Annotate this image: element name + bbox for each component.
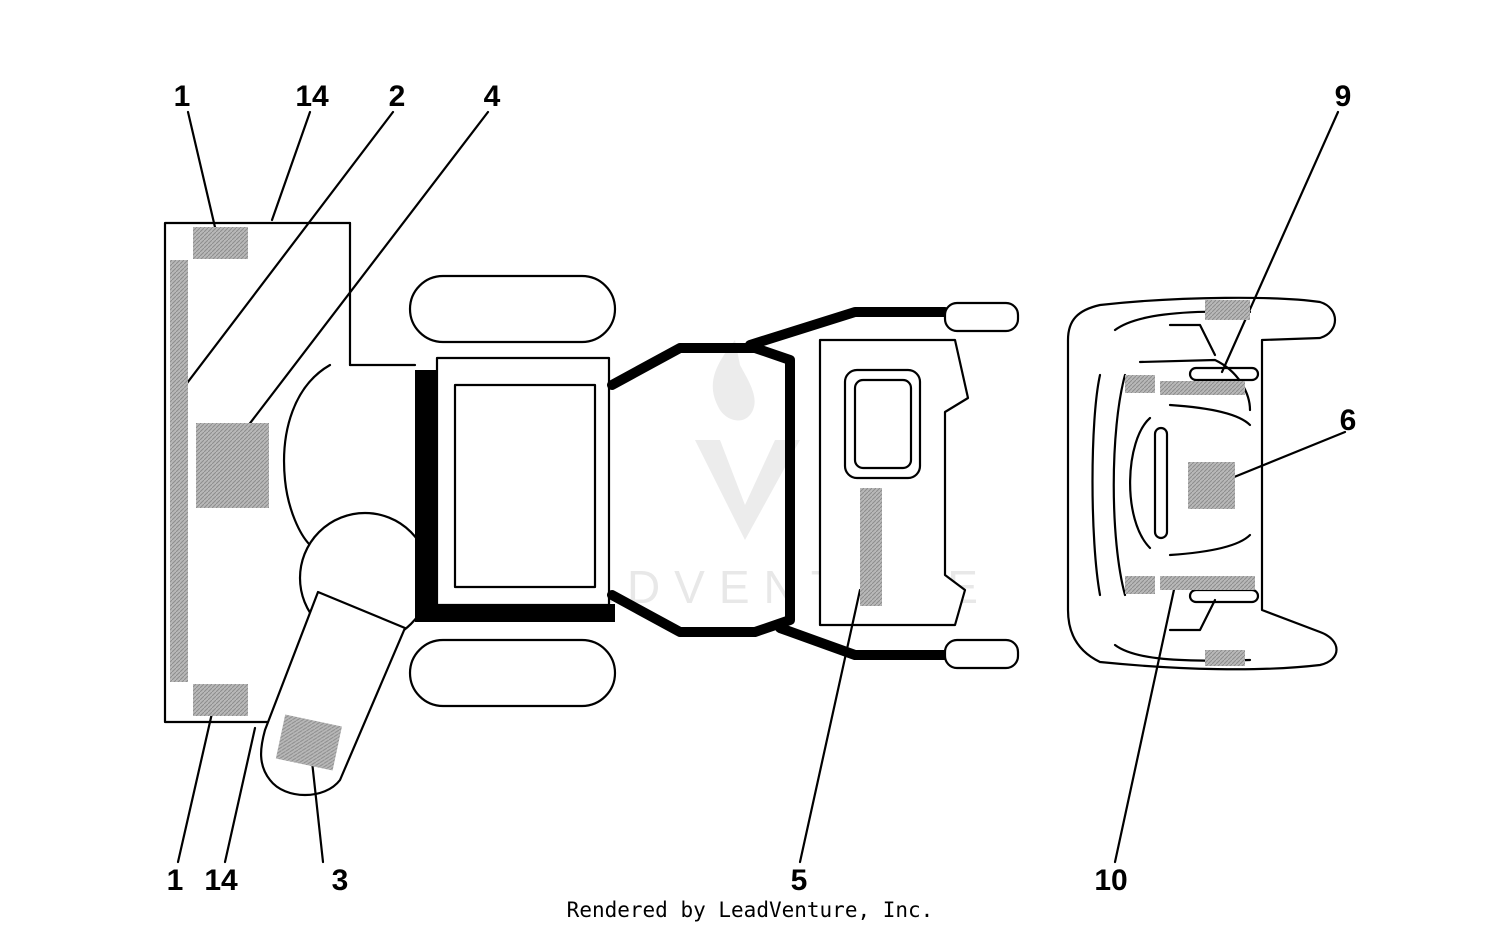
callout-4: 4 bbox=[484, 80, 501, 113]
decal-1-bottom bbox=[193, 684, 248, 716]
engine-block bbox=[415, 356, 615, 622]
callout-14-top: 14 bbox=[295, 80, 329, 113]
callout-2: 2 bbox=[389, 80, 406, 113]
wheel-top bbox=[408, 274, 617, 344]
decal-seat-bottom bbox=[1205, 650, 1245, 666]
control-console bbox=[818, 338, 970, 627]
callout-labels: 1 14 2 4 9 6 1 14 3 5 10 bbox=[167, 80, 1357, 897]
footer-credit: Rendered by LeadVenture, Inc. bbox=[566, 898, 934, 922]
callout-1-top: 1 bbox=[174, 80, 191, 113]
handle-grip-bottom bbox=[943, 638, 1020, 670]
decal-2 bbox=[170, 260, 188, 682]
decal-4 bbox=[196, 423, 269, 508]
callout-3: 3 bbox=[332, 864, 349, 897]
callout-5: 5 bbox=[791, 864, 808, 897]
decal-seat-top-right bbox=[1160, 381, 1245, 395]
callout-10: 10 bbox=[1094, 864, 1127, 897]
callout-1-bottom: 1 bbox=[167, 864, 184, 897]
callout-14-bottom: 14 bbox=[204, 864, 238, 897]
decal-1-top bbox=[193, 227, 248, 259]
decal-6 bbox=[1188, 462, 1235, 509]
decals bbox=[170, 227, 1255, 771]
callout-9: 9 bbox=[1335, 80, 1352, 113]
leader-lines bbox=[176, 110, 1347, 864]
decal-seat-bottom-left bbox=[1125, 576, 1155, 594]
callout-6: 6 bbox=[1340, 404, 1357, 437]
decal-seat-top-left bbox=[1125, 375, 1155, 393]
decal-10 bbox=[1160, 576, 1255, 590]
decal-5 bbox=[860, 488, 882, 606]
frame-rails bbox=[607, 307, 950, 660]
decal-3 bbox=[275, 714, 342, 771]
decal-9 bbox=[1205, 300, 1250, 320]
wheel-bottom bbox=[408, 638, 617, 708]
hitch-body bbox=[283, 363, 432, 645]
handle-grip-top bbox=[943, 301, 1020, 333]
